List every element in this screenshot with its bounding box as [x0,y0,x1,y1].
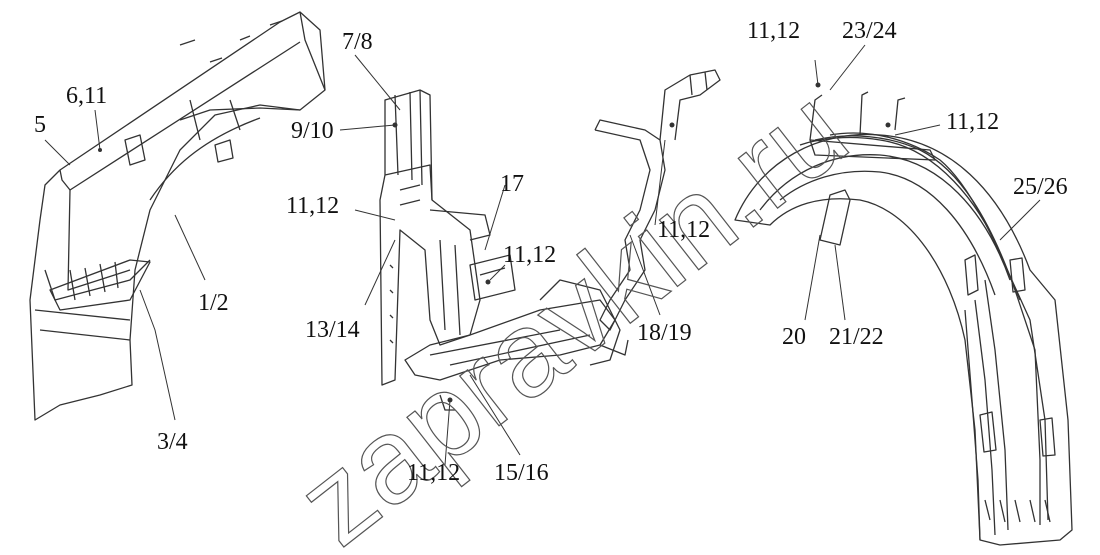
bent-strip-18-19 [594,69,721,331]
callout-21-22: 21/22 [829,324,884,350]
callout-13-14: 13/14 [305,317,360,343]
callout-11-12-d: 11,12 [657,217,711,243]
callout-3-4: 3/4 [157,429,188,455]
callout-23-24: 23/24 [842,18,897,44]
leader-lines [44,44,1041,466]
callout-1-2: 1/2 [198,290,229,316]
callout-15-16: 15/16 [494,460,549,486]
callout-11-12-b: 11,12 [503,242,557,268]
callout-20: 20 [782,324,806,350]
right-wheel-arch [734,91,1073,546]
callout-11-12-a: 11,12 [286,193,340,219]
callout-7-8: 7/8 [342,29,373,55]
callout-18-19: 18/19 [637,320,692,346]
middle-bracket-assembly [379,89,629,411]
callout-9-10: 9/10 [291,118,334,144]
callout-6-11: 6,11 [66,83,108,109]
callout-11-12-f: 11,12 [946,109,1000,135]
callout-17: 17 [500,171,524,197]
callout-25-26: 25/26 [1013,174,1068,200]
bolts [98,82,891,403]
left-fender-panel [29,11,326,421]
callout-11-12-e: 11,12 [747,18,801,44]
callout-11-12-c: 11,12 [407,460,461,486]
callout-5: 5 [34,112,46,138]
